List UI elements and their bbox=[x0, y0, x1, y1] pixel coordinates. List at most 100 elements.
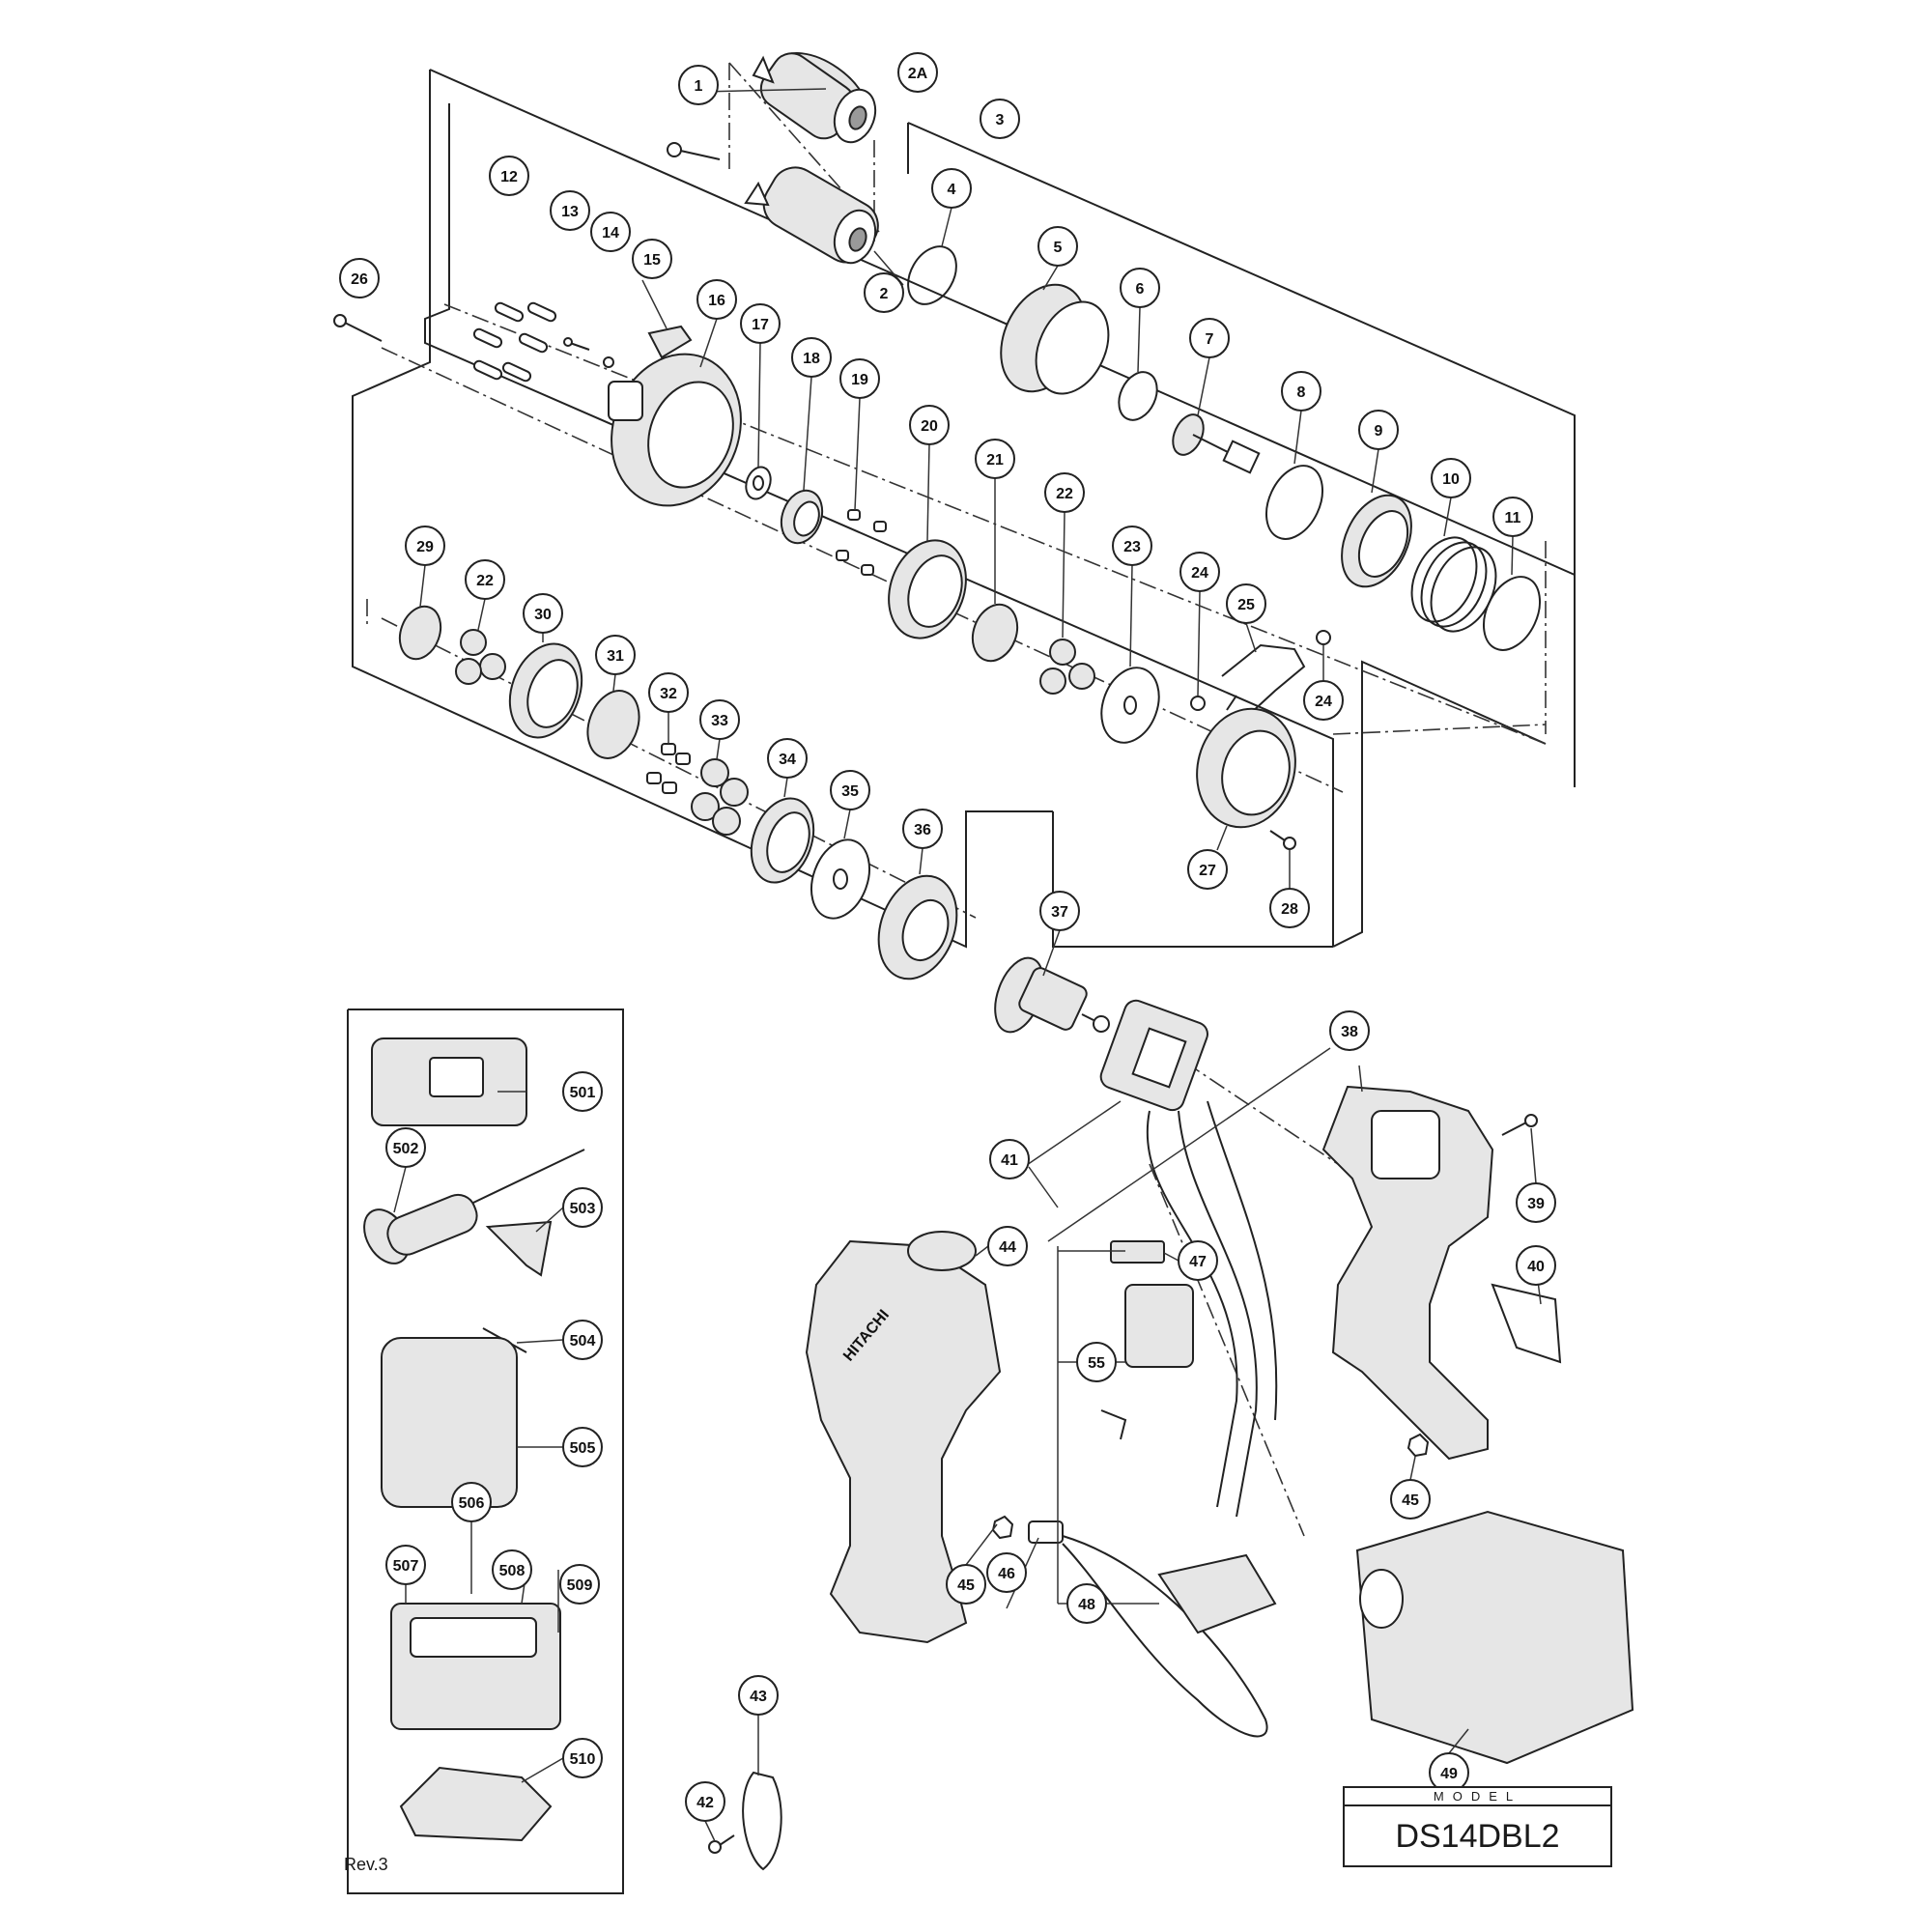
svg-text:6: 6 bbox=[1136, 281, 1145, 298]
svg-text:504: 504 bbox=[570, 1333, 596, 1350]
callout-1: 1 bbox=[678, 65, 719, 105]
callout-31: 31 bbox=[595, 635, 636, 675]
svg-text:8: 8 bbox=[1297, 384, 1306, 401]
svg-text:15: 15 bbox=[643, 252, 661, 269]
revision-label: Rev.3 bbox=[344, 1855, 388, 1874]
callout-504: 504 bbox=[562, 1320, 603, 1360]
svg-text:22: 22 bbox=[1056, 486, 1073, 502]
svg-text:47: 47 bbox=[1189, 1254, 1207, 1270]
callouts: 1 2A 2 3 4 5 6 7 8 9 10 11 12 13 14 15 1… bbox=[339, 52, 1556, 1822]
bracket-25 bbox=[1221, 643, 1306, 714]
svg-text:507: 507 bbox=[393, 1558, 419, 1575]
svg-text:29: 29 bbox=[416, 539, 434, 555]
gear-case-16 bbox=[608, 353, 742, 507]
svg-text:48: 48 bbox=[1078, 1597, 1095, 1613]
svg-text:2: 2 bbox=[880, 286, 889, 302]
charger-501 bbox=[371, 1037, 527, 1126]
callout-43: 43 bbox=[738, 1675, 779, 1716]
nut-45b bbox=[1406, 1433, 1430, 1458]
callout-23: 23 bbox=[1112, 526, 1152, 566]
carrier-29 bbox=[398, 605, 442, 661]
callout-22b: 22 bbox=[465, 559, 505, 600]
callout-2: 2 bbox=[864, 272, 904, 313]
svg-text:1: 1 bbox=[695, 78, 703, 95]
callout-20: 20 bbox=[909, 405, 950, 445]
gears-33 bbox=[691, 758, 749, 836]
svg-text:510: 510 bbox=[570, 1751, 596, 1768]
svg-text:36: 36 bbox=[914, 822, 931, 838]
washer-11 bbox=[1482, 576, 1542, 651]
callout-45b: 45 bbox=[1390, 1479, 1431, 1520]
svg-text:44: 44 bbox=[999, 1239, 1016, 1256]
pin-13 bbox=[563, 337, 590, 351]
svg-text:13: 13 bbox=[561, 204, 579, 220]
svg-text:41: 41 bbox=[1001, 1152, 1018, 1169]
svg-text:27: 27 bbox=[1199, 863, 1216, 879]
ring-gear-20 bbox=[888, 539, 967, 639]
callout-29: 29 bbox=[405, 526, 445, 566]
svg-text:46: 46 bbox=[998, 1566, 1015, 1582]
svg-text:4: 4 bbox=[948, 182, 956, 198]
callout-55: 55 bbox=[1076, 1342, 1117, 1382]
callout-3: 3 bbox=[980, 99, 1020, 139]
callout-510: 510 bbox=[562, 1738, 603, 1778]
callout-10: 10 bbox=[1431, 458, 1471, 498]
callout-47: 47 bbox=[1178, 1240, 1218, 1281]
rollers-32 bbox=[646, 743, 691, 794]
screw-39 bbox=[1501, 1114, 1538, 1136]
svg-text:28: 28 bbox=[1281, 901, 1298, 918]
callout-13: 13 bbox=[550, 190, 590, 231]
callout-505: 505 bbox=[562, 1427, 603, 1467]
side-handle-502 bbox=[363, 1149, 585, 1264]
callout-34: 34 bbox=[767, 738, 808, 779]
svg-text:30: 30 bbox=[534, 607, 552, 623]
callout-21: 21 bbox=[975, 439, 1015, 479]
callout-501: 501 bbox=[562, 1071, 603, 1112]
cap-44 bbox=[907, 1231, 977, 1271]
nut-45a bbox=[991, 1515, 1014, 1540]
screws-24 bbox=[1190, 630, 1331, 711]
svg-text:24: 24 bbox=[1315, 694, 1332, 710]
svg-text:12: 12 bbox=[500, 169, 518, 185]
callout-12: 12 bbox=[489, 156, 529, 196]
screw-28 bbox=[1269, 830, 1296, 850]
gear-cover-36 bbox=[877, 874, 958, 980]
callout-35: 35 bbox=[830, 770, 870, 810]
svg-text:21: 21 bbox=[986, 452, 1004, 469]
stopper-503 bbox=[485, 1220, 553, 1277]
svg-text:38: 38 bbox=[1341, 1024, 1358, 1040]
rollers-19 bbox=[836, 509, 887, 576]
callout-503: 503 bbox=[562, 1187, 603, 1228]
tab-47 bbox=[1110, 1240, 1165, 1264]
leader-lines bbox=[393, 88, 1542, 1842]
spring-10 bbox=[1410, 536, 1497, 633]
callout-30: 30 bbox=[523, 593, 563, 634]
svg-text:508: 508 bbox=[499, 1563, 526, 1579]
label-40 bbox=[1491, 1283, 1562, 1364]
planet-gears-22a bbox=[1039, 639, 1095, 695]
housing-left-44: HITACHI bbox=[805, 1239, 1002, 1644]
spring-14 bbox=[603, 356, 614, 368]
ring-gear-34 bbox=[750, 797, 815, 884]
case-506 bbox=[390, 1603, 561, 1730]
svg-text:17: 17 bbox=[752, 317, 769, 333]
callout-15: 15 bbox=[632, 239, 672, 279]
ring-6 bbox=[1118, 371, 1158, 421]
callout-16: 16 bbox=[696, 279, 737, 320]
callout-27: 27 bbox=[1187, 849, 1228, 890]
svg-text:509: 509 bbox=[567, 1577, 593, 1594]
svg-text:31: 31 bbox=[607, 648, 624, 665]
svg-text:3: 3 bbox=[996, 112, 1005, 128]
plate-35 bbox=[810, 838, 870, 920]
callout-502: 502 bbox=[385, 1127, 426, 1168]
callout-41: 41 bbox=[989, 1139, 1030, 1179]
callout-38: 38 bbox=[1329, 1010, 1370, 1051]
callout-25: 25 bbox=[1226, 583, 1266, 624]
callout-32: 32 bbox=[648, 672, 689, 713]
retaining-ring-4 bbox=[907, 245, 957, 305]
svg-text:505: 505 bbox=[570, 1440, 596, 1457]
svg-text:35: 35 bbox=[841, 783, 859, 800]
callout-508: 508 bbox=[492, 1549, 532, 1590]
svg-text:501: 501 bbox=[570, 1085, 596, 1101]
